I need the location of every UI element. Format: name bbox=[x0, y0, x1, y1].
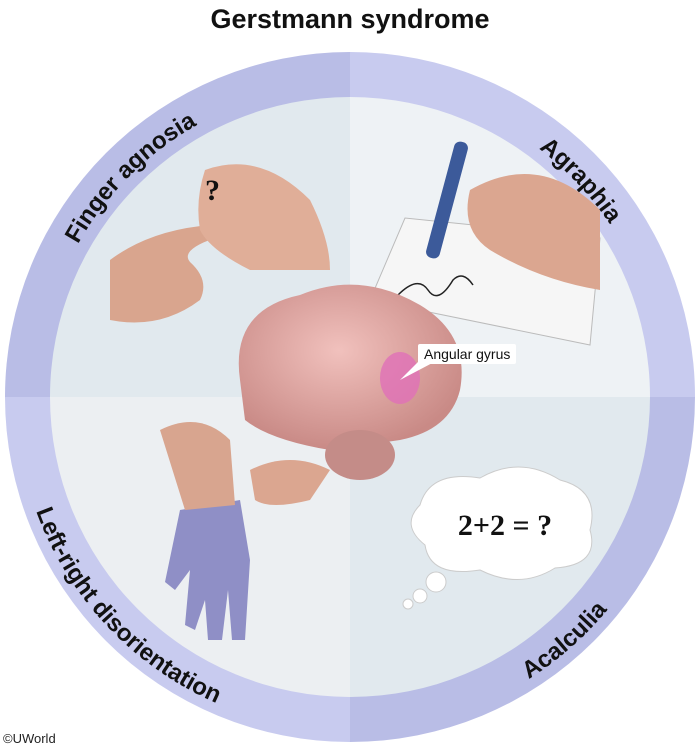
angular-gyrus-callout: Angular gyrus bbox=[418, 344, 517, 364]
angular-gyrus-highlight bbox=[380, 352, 420, 404]
brain-illustration bbox=[238, 284, 462, 480]
writing-illustration bbox=[369, 141, 601, 346]
hands-illustration: ? bbox=[110, 164, 330, 323]
glove-illustration bbox=[160, 422, 330, 640]
question-mark: ? bbox=[205, 174, 220, 207]
credit: ©UWorld bbox=[3, 731, 56, 746]
thought-bubble: 2+2 = ? bbox=[402, 466, 593, 610]
diagram-title: Gerstmann syndrome bbox=[210, 4, 490, 34]
math-question: 2+2 = ? bbox=[458, 509, 552, 542]
